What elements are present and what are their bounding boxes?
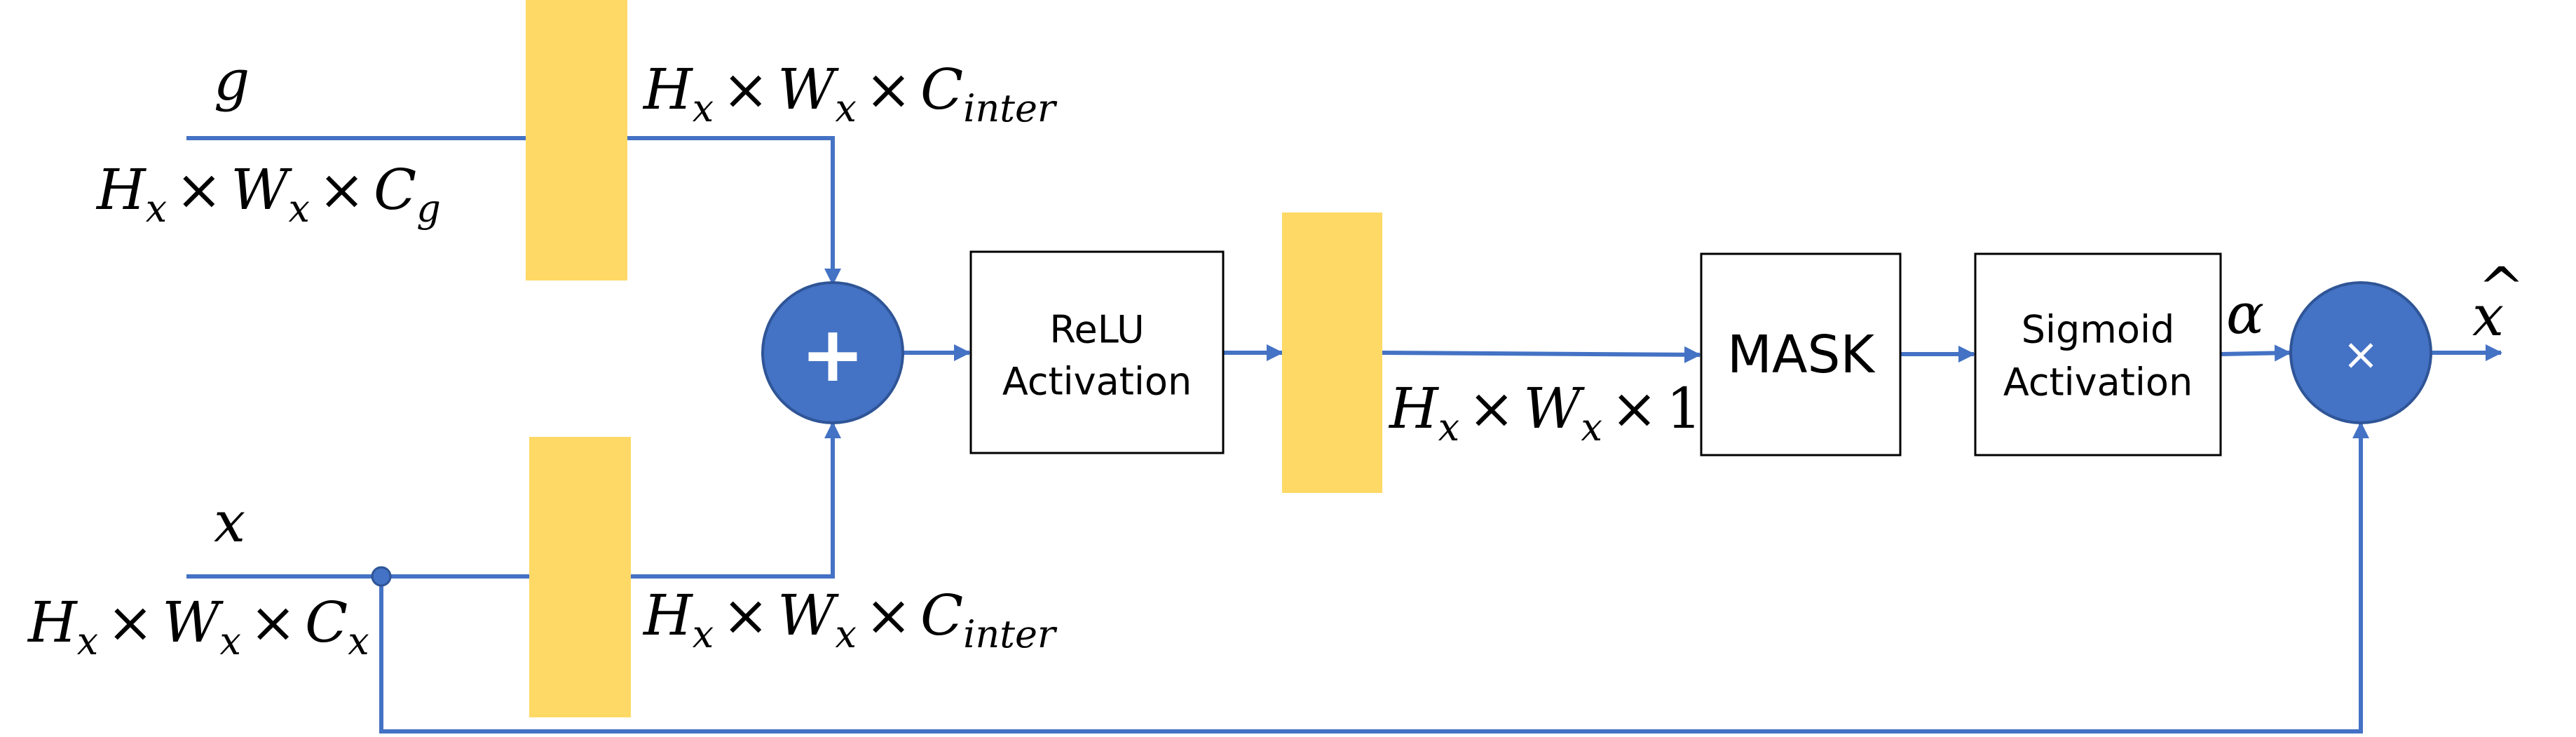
add-node: +	[761, 281, 904, 424]
g-input-symbol: g	[214, 48, 250, 113]
sigmoid-activation-box: Sigmoid Activation	[1974, 252, 2222, 457]
output-label-hat: ^	[2478, 255, 2525, 320]
relu-activation-box: ReLU Activation	[969, 250, 1225, 454]
g-branch-to-add-arrow	[627, 136, 841, 285]
psi-to-mask-arrow	[1382, 346, 1701, 363]
sigmoid-to-multiply-arrow	[2220, 344, 2291, 362]
x-conv-block	[529, 437, 631, 717]
output-label-base: x	[2472, 283, 2504, 349]
sigmoid-box-label-line2: Activation	[2003, 360, 2193, 405]
add-circle	[761, 281, 904, 424]
x-branch-output-dimension: Hx×Wx×Cinter	[642, 583, 1058, 656]
multiply-node: ×	[2289, 281, 2432, 424]
relu-box-label-line2: Activation	[1002, 360, 1192, 404]
g-input-dimension: Hx×Wx×Cg	[95, 157, 441, 231]
mask-box-label: MASK	[1727, 325, 1876, 385]
mask-box-frame	[1700, 252, 1902, 457]
sigmoid-box-label-line1: Sigmoid	[2022, 308, 2174, 352]
relu-box-label-line1: ReLU	[1049, 308, 1144, 352]
mask-box: MASK	[1700, 252, 1902, 457]
output-label: x ^	[2472, 255, 2525, 349]
x-branch-to-add-arrow	[631, 421, 841, 579]
add-symbol: +	[800, 309, 865, 399]
alpha-label: α	[2226, 281, 2264, 346]
relu-box-frame	[969, 250, 1225, 454]
psi-conv-block	[1282, 212, 1382, 493]
psi-output-dimension: Hx×Wx×1	[1388, 376, 1702, 449]
x-input-symbol: x	[214, 489, 245, 555]
g-branch-output-dimension: Hx×Wx×Cinter	[642, 57, 1058, 130]
skip-connection-line	[379, 421, 2369, 733]
multiply-circle	[2289, 281, 2432, 424]
g-conv-block	[526, 0, 627, 280]
sigmoid-box-frame	[1974, 252, 2222, 457]
multiply-symbol: ×	[2343, 329, 2379, 380]
x-input-dimension: Hx×Wx×Cx	[27, 590, 369, 663]
connection-lines	[186, 136, 2502, 733]
x-junction-dot	[371, 566, 392, 587]
